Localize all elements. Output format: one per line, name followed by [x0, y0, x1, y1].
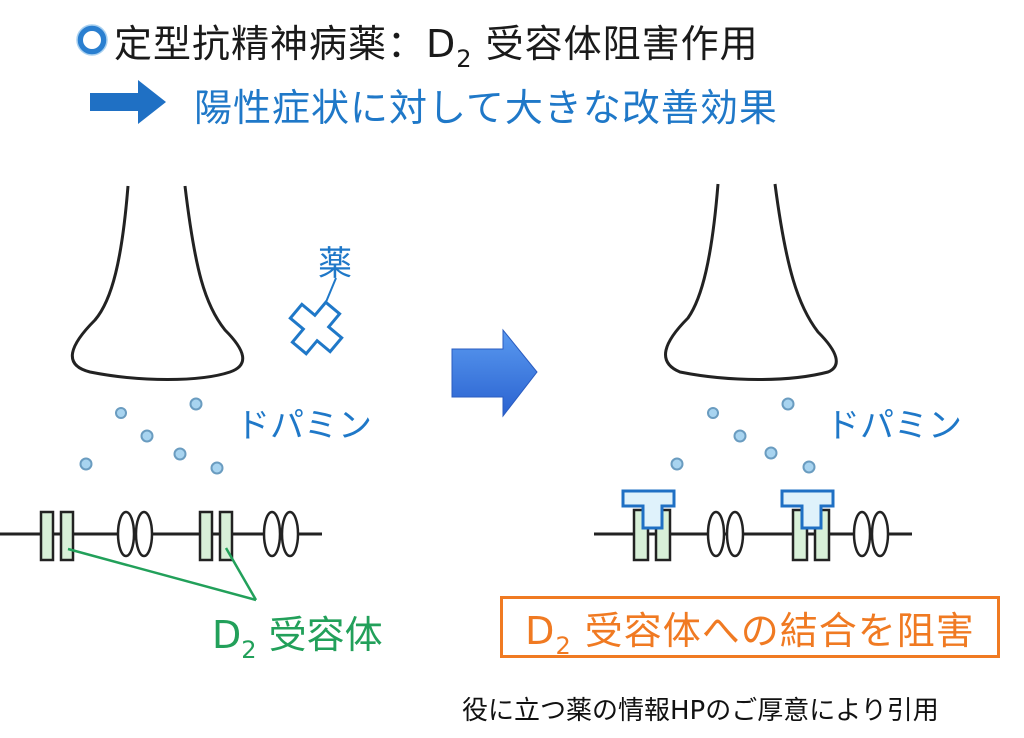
d2-receptor-blocked [780, 489, 835, 562]
d2-receptor-label: D2 受容体 [212, 604, 383, 664]
effect-row: 陽性症状に対して大きな改善効果 [88, 78, 778, 130]
dopamine-label-right: ドパミン [826, 406, 962, 446]
receptor-label-suffix: 受容体 [256, 613, 383, 657]
source-credit: 役に立つ薬の情報HPのご厚意により引用 [462, 696, 939, 726]
receptor-pointer-lines [67, 547, 258, 602]
presynaptic-terminal-left [70, 185, 245, 381]
title-suffix: 受容体阻害作用 [472, 21, 759, 66]
postsynaptic-membrane-left [0, 510, 322, 562]
result-text: D2 受容体への結合を阻害 [525, 600, 975, 660]
receptor-label-prefix: D [212, 613, 242, 657]
result-box: D2 受容体への結合を阻害 [500, 596, 1000, 660]
d2-receptor-blocked [621, 489, 676, 562]
title-subscript: 2 [456, 44, 473, 73]
title-text: 定型抗精神病薬：D2 受容体阻害作用 [114, 13, 759, 73]
drug-label: 薬 [318, 244, 352, 284]
title-prefix: 定型抗精神病薬：D [114, 21, 457, 66]
drug-molecule-icon [288, 277, 344, 356]
d2-receptor [198, 510, 234, 562]
presynaptic-terminal-right [664, 183, 838, 381]
result-prefix: D [525, 608, 556, 653]
effect-text: 陽性症状に対して大きな改善効果 [194, 85, 778, 130]
d2-receptor [39, 510, 75, 562]
dopamine-molecules-left [79, 397, 224, 475]
result-suffix: 受容体への結合を阻害 [571, 608, 975, 653]
receptor-label-subscript: 2 [241, 636, 257, 664]
dopamine-label-left: ドパミン [236, 406, 372, 446]
postsynaptic-membrane-right [594, 489, 912, 562]
transition-arrow-icon [451, 328, 538, 418]
dopamine-molecules-right [670, 397, 816, 474]
page-title: 定型抗精神病薬：D2 受容体阻害作用 [78, 13, 759, 73]
result-subscript: 2 [555, 631, 572, 660]
right-arrow-icon [90, 80, 166, 124]
ring-bullet-icon [76, 24, 108, 56]
